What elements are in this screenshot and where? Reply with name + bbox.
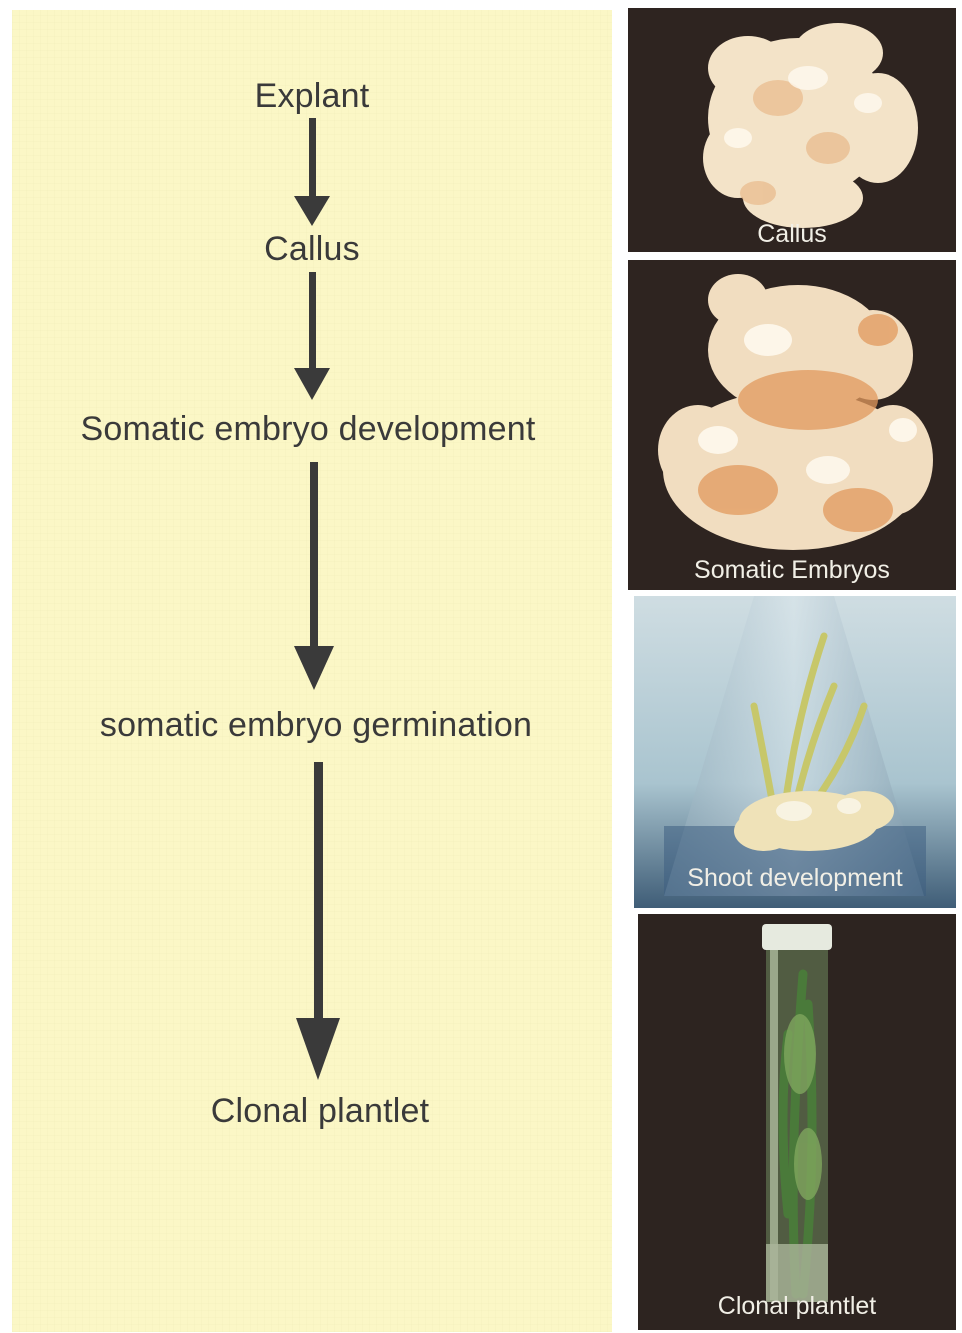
callus-image <box>628 8 956 252</box>
clonal-plantlet-photo: Clonal plantlet <box>638 914 956 1330</box>
step-somatic-embryo-germination: somatic embryo germination <box>100 706 532 745</box>
photo-caption-clonal-plantlet: Clonal plantlet <box>638 1292 956 1321</box>
arrow-down-icon <box>292 272 332 402</box>
arrow-down-icon <box>292 462 336 692</box>
shoot-development-image <box>634 596 956 908</box>
somatic-embryos-image <box>628 260 956 590</box>
photo-column: Callus <box>622 0 962 1333</box>
step-somatic-embryo-development: Somatic embryo development <box>81 410 536 449</box>
arrow-down-icon <box>292 118 332 228</box>
photo-caption-callus: Callus <box>628 220 956 249</box>
clonal-plantlet-image <box>638 914 956 1330</box>
step-clonal-plantlet: Clonal plantlet <box>211 1092 429 1131</box>
callus-photo: Callus <box>628 8 956 252</box>
step-explant: Explant <box>255 77 370 116</box>
somatic-embryos-photo: Somatic Embryos <box>628 260 956 590</box>
step-callus: Callus <box>264 230 360 269</box>
photo-caption-shoot-development: Shoot development <box>634 864 956 893</box>
arrow-down-icon <box>294 762 342 1082</box>
shoot-development-photo: Shoot development <box>634 596 956 908</box>
photo-caption-somatic-embryos: Somatic Embryos <box>628 556 956 585</box>
flowchart-panel: Explant Callus Somatic embryo developmen… <box>12 10 612 1332</box>
